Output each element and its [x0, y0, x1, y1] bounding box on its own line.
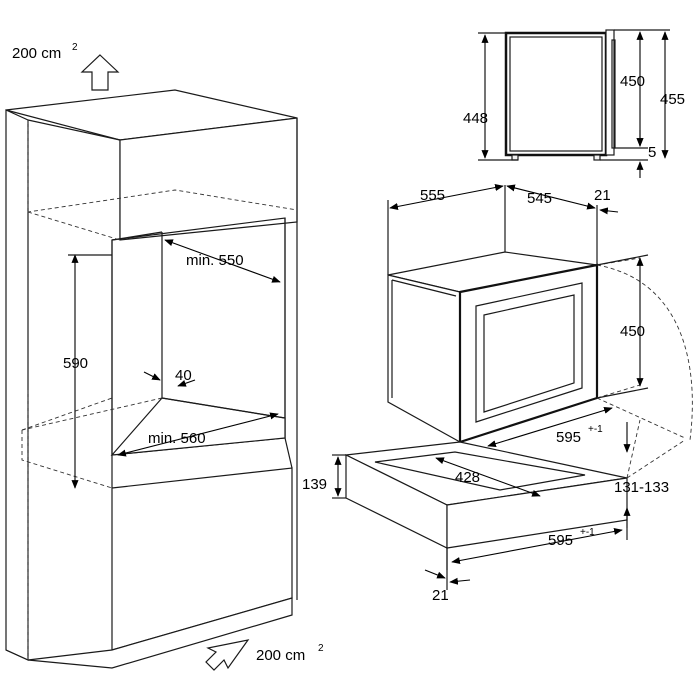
vent-bottom-sup: 2: [318, 643, 324, 654]
oven-height-label: 450: [620, 323, 645, 340]
side-455-label: 455: [660, 91, 685, 108]
side-5-label: 5: [648, 144, 656, 161]
inner-428-label: 428: [455, 469, 480, 486]
niche-width-label: min. 550: [186, 252, 244, 269]
drawer-width-sup: +-1: [580, 527, 595, 538]
drawer-139-label: 139: [302, 476, 327, 493]
vent-gap-label: 40: [175, 367, 192, 384]
front-21-bottom-label: 21: [432, 587, 449, 604]
niche-depth-label: min. 560: [148, 430, 206, 447]
depth-545-label: 545: [527, 190, 552, 207]
oven-side-view: [504, 29, 616, 161]
front-21-top-label: 21: [594, 187, 611, 204]
drawer-width-label: 595: [548, 532, 573, 549]
vent-bottom-label: 200 cm: [256, 647, 305, 664]
tall-cabinet: [5, 89, 298, 669]
niche-height-label: 590: [63, 355, 88, 372]
oven-width-sup: +-1: [588, 424, 603, 435]
side-450-label: 450: [620, 73, 645, 90]
vent-arrow-diagonal-icon: [205, 639, 250, 671]
oven-isometric: [387, 251, 599, 444]
vent-top-label: 200 cm: [12, 45, 61, 62]
depth-555-label: 555: [420, 187, 445, 204]
vent-arrow-up-icon: [80, 54, 120, 91]
vent-top-sup: 2: [72, 42, 78, 53]
range-131-133-label: 131-133: [614, 479, 669, 496]
oven-width-label: 595: [556, 429, 581, 446]
side-height-label: 448: [463, 110, 488, 127]
